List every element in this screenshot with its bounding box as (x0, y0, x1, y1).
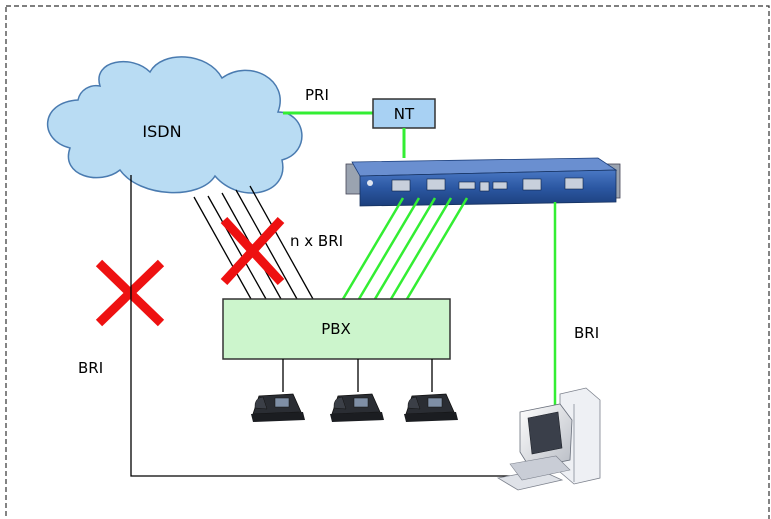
screen (527, 411, 563, 455)
port-4 (479, 181, 490, 192)
bri-line-2 (207, 195, 267, 300)
bri-line-1 (193, 196, 252, 300)
n-bri-label: n x BRI (290, 232, 343, 250)
port-5 (492, 181, 508, 190)
pbx-box (222, 298, 451, 360)
gateway-device (345, 157, 621, 207)
isdn-label: ISDN (142, 122, 181, 141)
bri-line-5 (249, 185, 314, 300)
green-bri-3 (373, 197, 437, 300)
port-3 (458, 181, 476, 190)
nt-label: NT (394, 105, 415, 123)
pri-label: PRI (305, 86, 329, 104)
port-2 (426, 178, 446, 191)
port-7 (564, 177, 584, 190)
port-6 (522, 178, 542, 191)
dashed-frame (5, 5, 770, 519)
phone-drop-lines (282, 359, 433, 392)
bri-right-label: BRI (574, 324, 599, 342)
port-1 (391, 179, 411, 192)
computer-icon (496, 387, 601, 491)
isdn-cloud: ISDN (46, 56, 303, 194)
blocked-cross-icon (95, 259, 165, 327)
gateway-logo (367, 180, 373, 186)
gateway-ports (391, 177, 584, 192)
desk-phone-icon (404, 393, 458, 422)
desk-phone-icon (251, 393, 305, 422)
cloud-shape (46, 56, 303, 194)
base (509, 455, 571, 481)
bri-line-4 (235, 189, 298, 300)
nt-box (372, 98, 436, 129)
bri-left-label: BRI (78, 359, 103, 377)
blocked-cross-icon (220, 216, 285, 286)
direct-bri-line (130, 175, 510, 477)
green-bri-2 (357, 197, 421, 300)
green-bri-1 (341, 197, 405, 300)
green-bri-5 (405, 197, 469, 300)
desk-phone-icon (330, 393, 384, 422)
bri-lines-green (341, 197, 469, 300)
pbx-label: PBX (321, 320, 351, 338)
green-bri-4 (389, 197, 453, 300)
